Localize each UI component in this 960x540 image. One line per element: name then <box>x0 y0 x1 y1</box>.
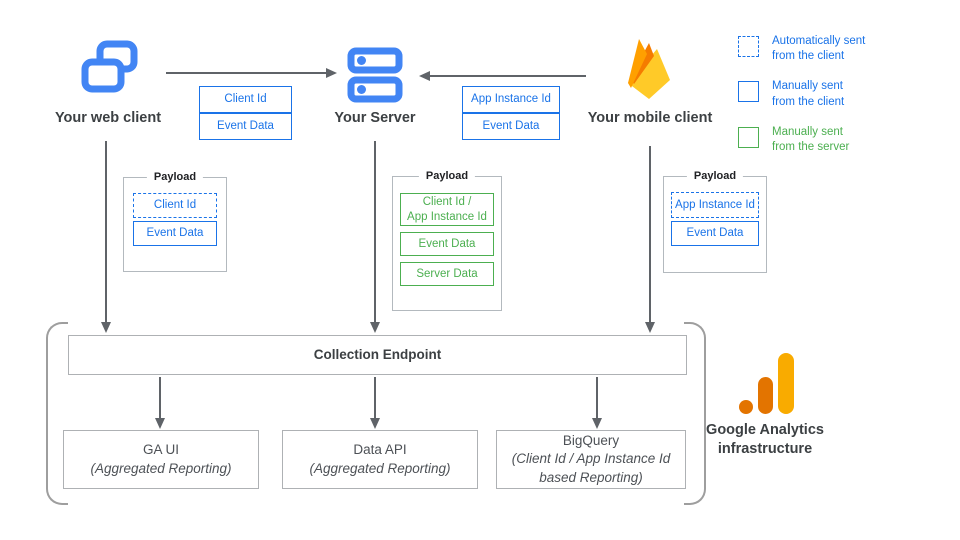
arrowhead-to-data-api <box>370 418 380 429</box>
ga-ui-box: GA UI (Aggregated Reporting) <box>63 430 259 489</box>
data-api-subtitle: (Aggregated Reporting) <box>309 460 451 476</box>
bigquery-subtitle: (Client Id / App Instance Id based Repor… <box>511 451 671 485</box>
infrastructure-bracket-right <box>684 322 706 505</box>
payload-mobile: Payload App Instance Id Event Data <box>663 170 767 273</box>
ga-infrastructure-label: Google Analytics infrastructure <box>706 422 824 457</box>
web-client-label: Your web client <box>54 110 162 126</box>
payload-server: Payload Client Id / App Instance Id Even… <box>392 170 502 311</box>
bigquery-title: BigQuery <box>562 433 620 449</box>
arrow-mobile-to-server <box>430 75 586 77</box>
arrowhead-to-bigquery <box>592 418 602 429</box>
ga-ui-subtitle: (Aggregated Reporting) <box>90 460 232 476</box>
web-client-icon <box>81 40 138 93</box>
payload-item-event-data: Event Data <box>400 232 494 256</box>
arrow-to-ga-ui <box>159 377 161 418</box>
tag-event-data-mobile: Event Data <box>462 113 560 140</box>
payload-item-event-data: Event Data <box>133 221 217 246</box>
ga-logo-dot <box>739 400 753 414</box>
payload-web: Payload Client Id Event Data <box>123 171 227 272</box>
collection-endpoint-box: Collection Endpoint <box>68 335 687 375</box>
firebase-icon <box>628 39 670 99</box>
payload-title: Payload <box>418 170 476 182</box>
google-analytics-logo <box>739 353 795 415</box>
payload-title: Payload <box>146 171 204 183</box>
legend-item-manual-server: Manually sent from the server <box>738 125 865 155</box>
payload-item-app-instance-id: App Instance Id <box>671 192 759 218</box>
arrowhead-to-ga-ui <box>155 418 165 429</box>
server-label: Your Server <box>334 110 416 126</box>
legend-label: Manually sent from the server <box>772 125 850 153</box>
bigquery-box: BigQuery (Client Id / App Instance Id ba… <box>496 430 686 489</box>
tag-event-data-web: Event Data <box>199 113 292 140</box>
legend-label: Automatically sent from the client <box>772 35 866 63</box>
infrastructure-bracket-left <box>46 322 68 505</box>
payload-item-client-or-app-id: Client Id / App Instance Id <box>400 193 494 226</box>
arrow-web-down <box>105 141 107 322</box>
mobile-client-label: Your mobile client <box>587 110 713 126</box>
ga-logo-bar-tall <box>778 353 794 414</box>
payload-item-server-data: Server Data <box>400 262 494 286</box>
legend-item-auto-client: Automatically sent from the client <box>738 34 865 64</box>
payload-item-client-id: Client Id <box>133 193 217 218</box>
arrowhead-mobile-down <box>645 322 655 333</box>
server-icon <box>347 47 403 103</box>
ga-ui-title: GA UI <box>142 442 179 458</box>
payload-title: Payload <box>686 170 744 182</box>
legend: Automatically sent from the client Manua… <box>738 34 865 155</box>
arrowhead-server-down <box>370 322 380 333</box>
legend-swatch-dashed-blue <box>738 36 759 57</box>
data-api-box: Data API (Aggregated Reporting) <box>282 430 478 489</box>
arrowhead-web-down <box>101 322 111 333</box>
arrowhead-web-to-server <box>326 68 337 78</box>
legend-label: Manually sent from the client <box>772 80 845 108</box>
arrowhead-mobile-to-server <box>419 71 430 81</box>
legend-swatch-solid-blue <box>738 81 759 103</box>
legend-swatch-solid-green <box>738 126 759 148</box>
arrow-to-data-api <box>374 377 376 418</box>
legend-item-manual-client: Manually sent from the client <box>738 79 865 109</box>
ga-logo-bar-mid <box>758 377 773 414</box>
data-api-title: Data API <box>353 442 407 458</box>
collection-endpoint-label: Collection Endpoint <box>313 346 442 362</box>
arrow-web-to-server <box>166 72 326 74</box>
arrow-server-down <box>374 141 376 322</box>
tag-client-id: Client Id <box>199 86 292 113</box>
tag-app-instance-id: App Instance Id <box>462 86 560 113</box>
payload-item-event-data: Event Data <box>671 221 759 246</box>
arrow-mobile-down <box>649 146 651 322</box>
arrow-to-bigquery <box>596 377 598 418</box>
